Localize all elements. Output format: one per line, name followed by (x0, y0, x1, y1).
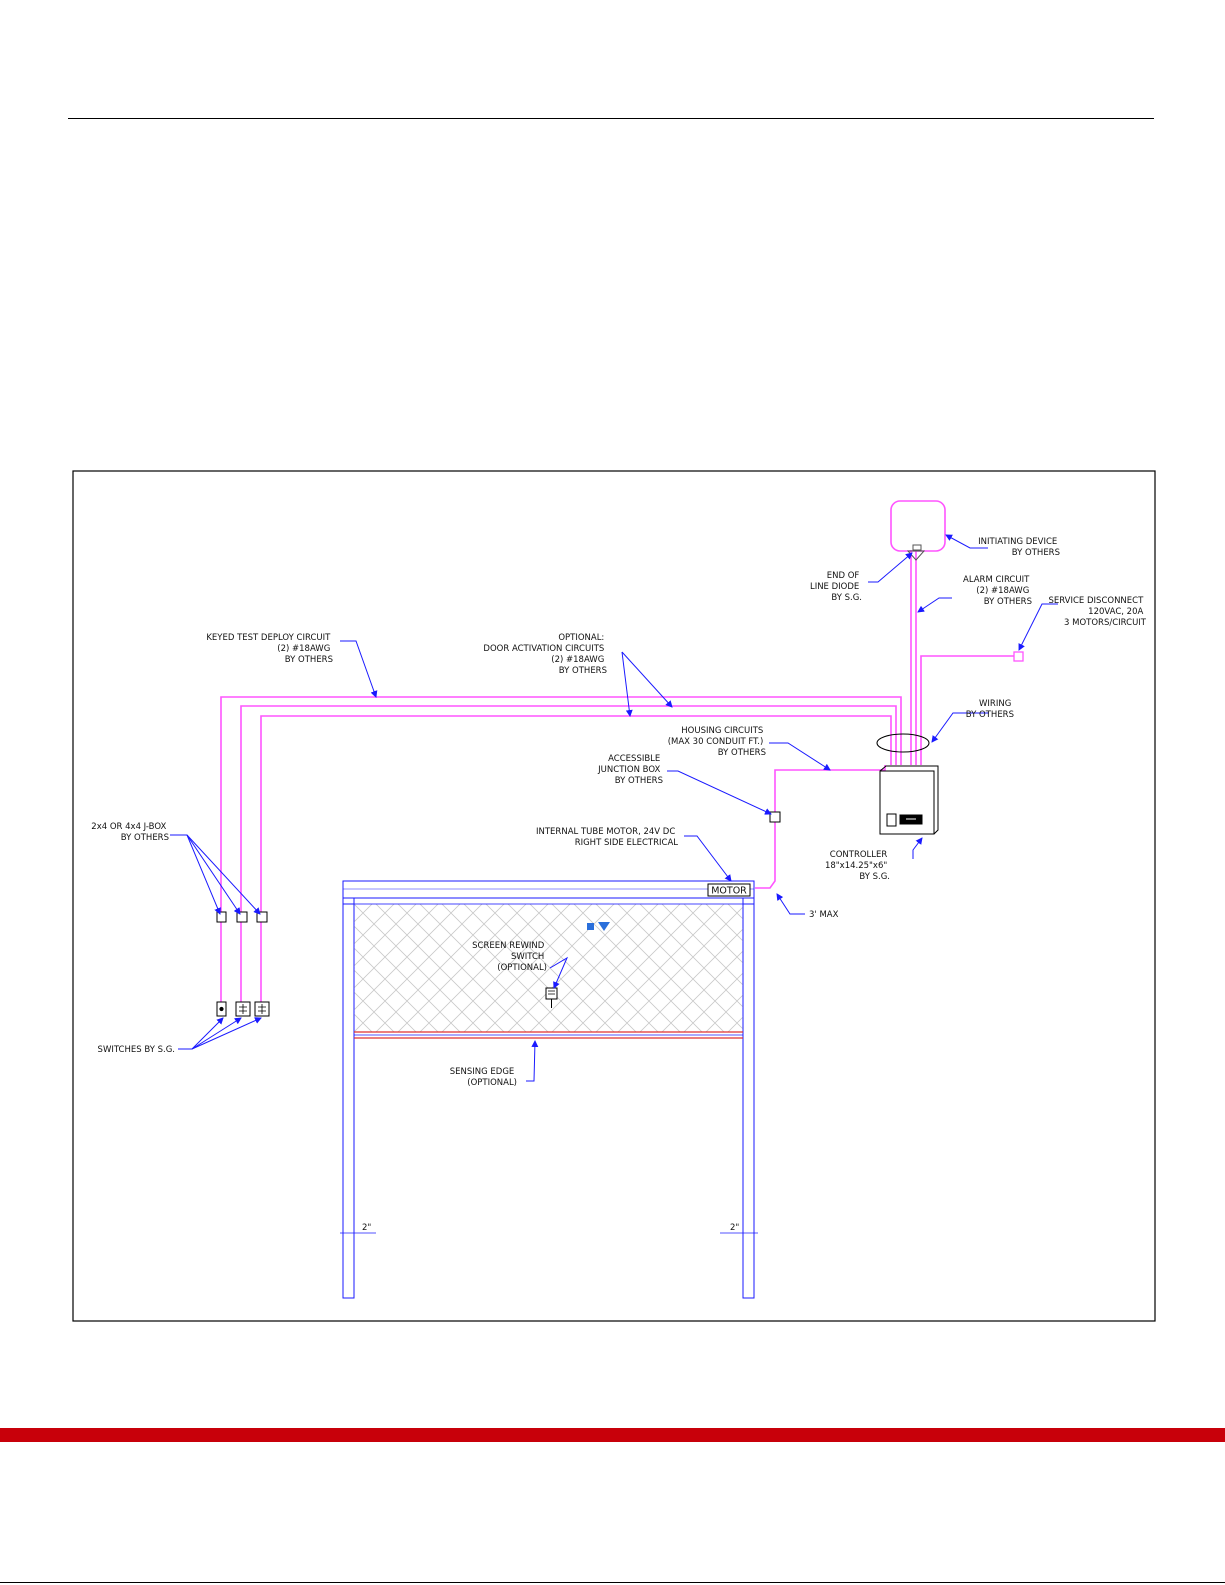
footer-band (0, 1428, 1225, 1442)
door-activation-label: OPTIONAL: DOOR ACTIVATION CIRCUITS (2) #… (483, 633, 607, 676)
keyed-test-label: KEYED TEST DEPLOY CIRCUIT (2) #18AWG BY … (206, 633, 333, 665)
service-disconnect-box (1013, 651, 1024, 662)
controller-label: CONTROLLER 18"x14.25"x6" BY S.G. (825, 850, 890, 882)
footer-rule (0, 1582, 1225, 1583)
initiating-device (890, 500, 946, 552)
switches-label: SWITCHES BY S.G. (98, 1045, 175, 1055)
junction-box (769, 811, 781, 823)
rewind-switch-label: SCREEN REWIND SWITCH (OPTIONAL) (472, 941, 547, 973)
housing-circuits-label: HOUSING CIRCUITS (MAX 30 CONDUIT FT.) BY… (668, 726, 766, 758)
alarm-circuit-label: ALARM CIRCUIT (2) #18AWG BY OTHERS (963, 575, 1032, 607)
sensing-edge (354, 1031, 743, 1039)
tube-motor-label: INTERNAL TUBE MOTOR, 24V DC RIGHT SIDE E… (536, 827, 678, 848)
wiring-bundle (876, 733, 930, 753)
dim-left-label: 2" (362, 1223, 371, 1233)
indicator-square-icon (587, 923, 594, 930)
initiating-device-label: INITIATING DEVICE BY OTHERS (978, 537, 1060, 558)
junction-box-label: ACCESSIBLE JUNCTION BOX BY OTHERS (597, 754, 663, 786)
wiring-runs (220, 550, 1014, 1007)
leader-lines (170, 534, 1058, 1082)
sensing-edge-label: SENSING EDGE (OPTIONAL) (450, 1067, 517, 1088)
screen-assembly (342, 880, 755, 1299)
three-max-label: 3' MAX (809, 910, 839, 920)
rewind-switch-icon (545, 987, 558, 1008)
dimension-marks (340, 1228, 758, 1238)
header-rule (68, 118, 1154, 119)
motor-box (707, 883, 751, 897)
jbox-label: 2x4 OR 4x4 J-BOX BY OTHERS (91, 822, 169, 843)
indicator-triangle-icon (598, 922, 610, 931)
motor-label: MOTOR (711, 886, 747, 897)
wiring-label: WIRING BY OTHERS (966, 699, 1014, 720)
controller (879, 765, 939, 835)
drawing-frame (72, 470, 1156, 1322)
service-disconnect-label: SERVICE DISCONNECT 120VAC, 20A 3 MOTORS/… (1048, 596, 1146, 628)
dim-right-label: 2" (730, 1223, 739, 1233)
screen-mesh (353, 903, 744, 1033)
end-of-line-diode-label: END OF LINE DIODE BY S.G. (810, 571, 862, 603)
jbox-row (216, 911, 268, 923)
switch-row (216, 1001, 270, 1017)
